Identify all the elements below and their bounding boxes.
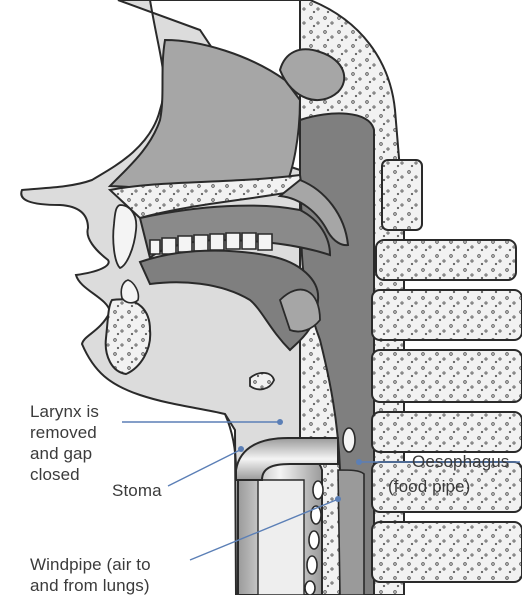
oesophagus-opening [343,428,355,452]
leader-dot-stoma [238,446,244,452]
label-larynx-removed: Larynx is removed and gap closed [30,401,150,485]
nasal-cavity [110,40,300,188]
leader-dot-windpipe [335,496,341,502]
leader-dot-oesophagus [356,459,362,465]
oesophagus-tube [338,470,364,595]
leader-line-stoma [168,450,240,486]
leader-dot-larynx [277,419,283,425]
label-oesophagus: Oesophagus [412,451,509,472]
label-windpipe: Windpipe (air to and from lungs) [30,554,250,595]
label-food-pipe: (food pipe) [388,476,470,497]
windpipe-lumen [258,480,304,595]
label-stoma: Stoma [112,480,162,501]
